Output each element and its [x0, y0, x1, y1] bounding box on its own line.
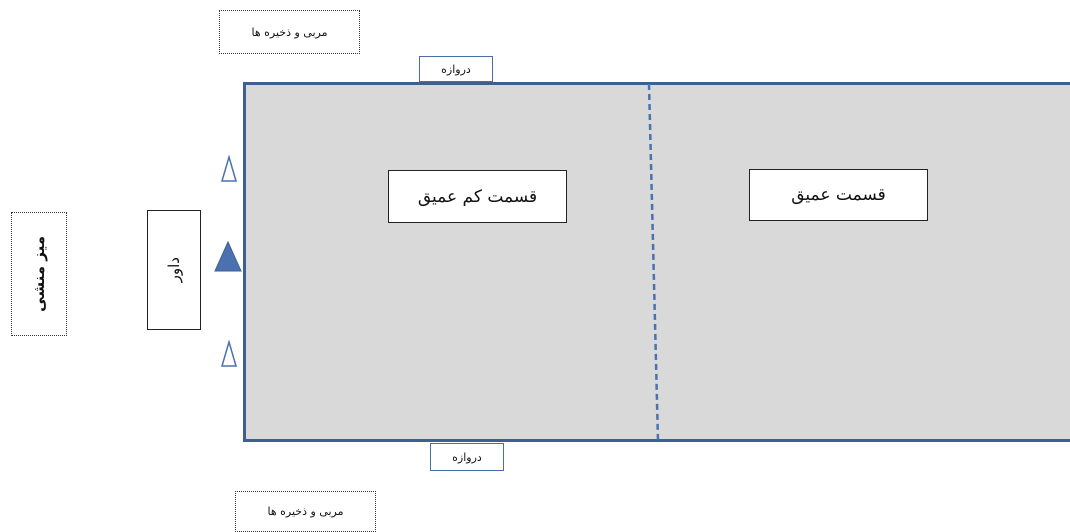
outline-triangle-bottom-icon	[221, 340, 237, 367]
goal-top: دروازه	[419, 56, 493, 82]
pool-area	[243, 82, 1070, 442]
filled-triangle-icon	[214, 240, 242, 272]
goal-top-label: دروازه	[441, 62, 471, 76]
referee-box: داور	[147, 210, 201, 330]
coach-reserves-top: مربی و ذخیره ها	[219, 10, 360, 54]
deep-zone-box: قسمت عمیق	[749, 169, 928, 221]
goal-bottom-label: دروازه	[452, 450, 482, 464]
coach-reserves-bottom: مربی و ذخیره ها	[235, 491, 376, 532]
secretary-table-box: میز منشی	[11, 212, 67, 336]
outline-triangle-top-icon	[221, 155, 237, 182]
coach-reserves-top-label: مربی و ذخیره ها	[251, 25, 328, 39]
coach-reserves-bottom-label: مربی و ذخیره ها	[267, 505, 344, 518]
referee-label: داور	[165, 257, 183, 283]
deep-zone-label: قسمت عمیق	[791, 185, 886, 205]
shallow-zone-label: قسمت کم عمیق	[417, 186, 538, 207]
secretary-table-label: میز منشی	[30, 236, 48, 312]
shallow-zone-box: قسمت کم عمیق	[388, 170, 567, 223]
goal-bottom: دروازه	[430, 443, 504, 471]
